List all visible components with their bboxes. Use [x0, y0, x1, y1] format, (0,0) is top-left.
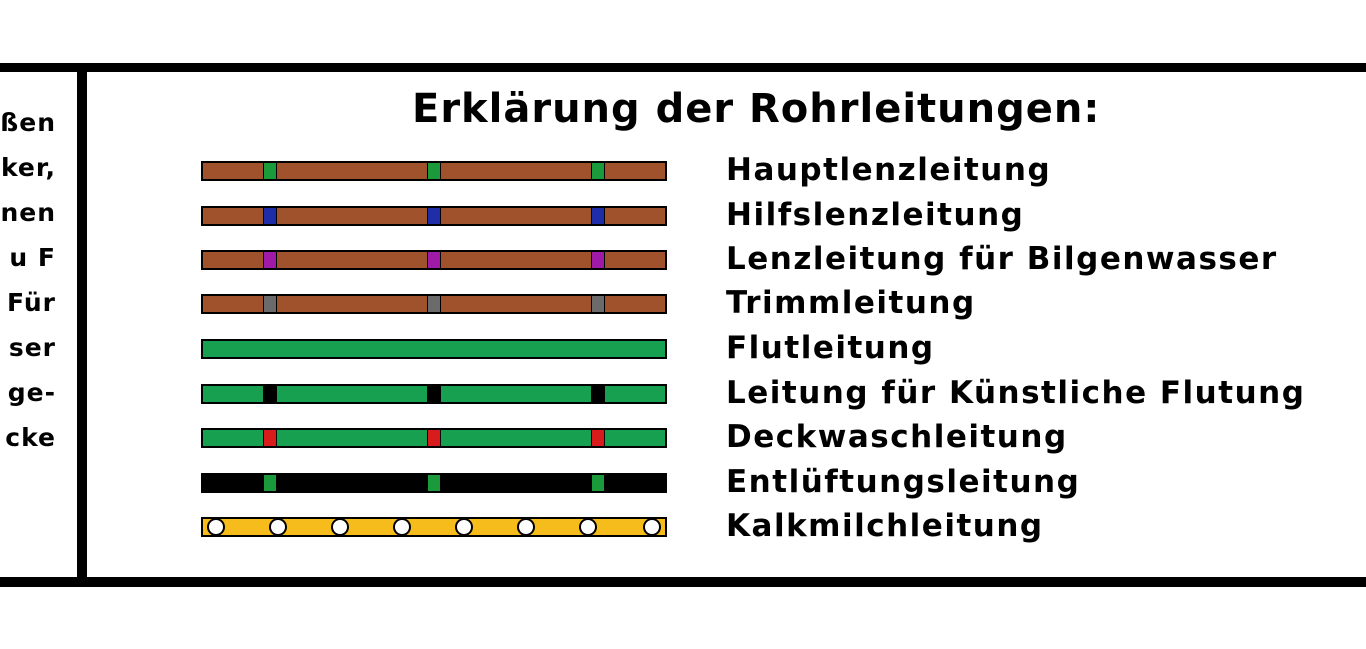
frame-top-border [0, 63, 1366, 72]
left-text-line: nen [0, 198, 56, 227]
pipe-circle-marker [269, 518, 287, 536]
legend-label: Hilfslenzleitung [726, 197, 1025, 233]
pipe-marker [427, 430, 441, 446]
pipe-marker [263, 163, 277, 179]
pipe-marker [591, 252, 605, 268]
pipe-marker [263, 475, 277, 491]
legend-label: Deckwaschleitung [726, 419, 1068, 455]
pipe-swatch [201, 384, 667, 404]
pipe-marker [591, 475, 605, 491]
pipe-circle-marker [455, 518, 473, 536]
pipe-circle-marker [643, 518, 661, 536]
legend-label: Kalkmilchleitung [726, 508, 1044, 544]
frame-bottom-border [0, 577, 1366, 587]
pipe-circle-marker [579, 518, 597, 536]
pipe-swatch [201, 250, 667, 270]
pipe-swatch [201, 473, 667, 493]
pipe-circle-marker [207, 518, 225, 536]
legend-row: Hilfslenzleitung [0, 197, 1366, 244]
pipe-marker [591, 163, 605, 179]
legend-row: Leitung für Künstliche Flutung [0, 375, 1366, 422]
pipe-swatch [201, 428, 667, 448]
left-text-line: cke [5, 423, 56, 452]
left-text-line: ker, [0, 153, 56, 182]
pipe-marker [591, 296, 605, 312]
pipe-marker [263, 386, 277, 402]
pipe-marker [591, 386, 605, 402]
legend-row: Flutleitung [0, 330, 1366, 377]
pipe-swatch [201, 206, 667, 226]
pipe-swatch [201, 161, 667, 181]
legend-row: Deckwaschleitung [0, 419, 1366, 466]
pipe-marker [263, 296, 277, 312]
pipe-swatch [201, 294, 667, 314]
pipe-marker [591, 208, 605, 224]
legend-row: Lenzleitung für Bilgenwasser [0, 241, 1366, 288]
left-text-line: ser [8, 333, 56, 362]
legend-row: Hauptlenzleitung [0, 152, 1366, 199]
frame-divider [77, 63, 87, 587]
pipe-circle-marker [517, 518, 535, 536]
pipe-marker [263, 252, 277, 268]
pipe-marker [427, 252, 441, 268]
legend-title: Erklärung der Rohrleitungen: [412, 86, 1101, 132]
pipe-circle-marker [393, 518, 411, 536]
pipe-swatch [201, 339, 667, 359]
left-text-line: ge- [7, 378, 56, 407]
left-text-line: u F [9, 243, 56, 272]
pipe-circle-marker [331, 518, 349, 536]
legend-label: Leitung für Künstliche Flutung [726, 375, 1306, 411]
legend-label: Hauptlenzleitung [726, 152, 1052, 188]
legend-label: Trimmleitung [726, 285, 976, 321]
pipe-marker [427, 163, 441, 179]
pipe-marker [427, 475, 441, 491]
legend-row: Trimmleitung [0, 285, 1366, 332]
pipe-marker [427, 296, 441, 312]
legend-label: Flutleitung [726, 330, 935, 366]
pipe-marker [427, 208, 441, 224]
left-text-fragment: ßen ker, nen u F Für ser ge- cke [0, 108, 56, 468]
left-text-line: Für [7, 288, 56, 317]
pipe-marker [591, 430, 605, 446]
left-text-line: ßen [0, 108, 56, 137]
legend-row: Kalkmilchleitung [0, 508, 1366, 555]
pipe-marker [263, 430, 277, 446]
pipe-swatch [201, 517, 667, 537]
pipe-marker [427, 386, 441, 402]
legend-row: Entlüftungsleitung [0, 464, 1366, 511]
legend-label: Entlüftungsleitung [726, 464, 1081, 500]
legend-label: Lenzleitung für Bilgenwasser [726, 241, 1278, 277]
pipe-marker [263, 208, 277, 224]
